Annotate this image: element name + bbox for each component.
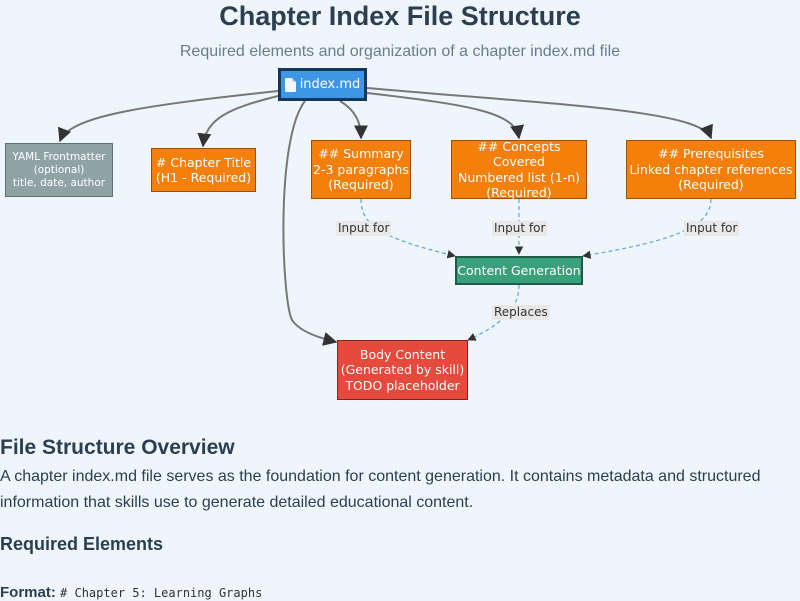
edge-label-concepts: Input for [492, 221, 548, 236]
node-line: (Required) [678, 177, 744, 193]
node-line: ## Summary [318, 146, 404, 162]
node-index-md-label: index.md [299, 76, 361, 92]
node-yaml-frontmatter: YAML Frontmatter (optional) title, date,… [5, 143, 113, 197]
edge-gen-body [467, 284, 520, 341]
node-line: # Chapter Title [155, 154, 252, 170]
node-line: TODO placeholder [345, 377, 460, 393]
node-line: (Required) [486, 185, 552, 200]
node-line: Body Content [359, 346, 446, 362]
node-line: Numbered list (1-n) [457, 169, 580, 185]
edge-root-body [282, 100, 338, 346]
required-elements-heading: Required Elements [0, 534, 164, 554]
node-content-generation: Content Generation [455, 256, 583, 285]
diagram-subtitle: Required elements and organization of a … [179, 43, 621, 60]
edge-label-summary: Input for [336, 221, 392, 236]
format-line: Format: # Chapter 5: Learning Graphs [0, 584, 262, 601]
node-line: (Required) [328, 177, 394, 193]
edge-root-prereq [366, 87, 713, 140]
node-chapter-title: # Chapter Title (H1 - Required) [151, 148, 256, 192]
node-index-md: index.md [278, 68, 367, 101]
node-line: (Generated by skill) [340, 362, 465, 378]
edge-root-summary [339, 100, 368, 140]
edge-root-yaml [58, 90, 279, 143]
edge-root-title [197, 95, 279, 148]
overview-paragraph: A chapter index.md file serves as the fo… [0, 468, 761, 511]
node-line: YAML Frontmatter [12, 150, 106, 163]
node-line: Linked chapter references [629, 161, 793, 177]
node-line: (optional) [33, 163, 85, 176]
edge-label-prerequisites: Input for [684, 221, 740, 236]
node-body-content: Body Content (Generated by skill) TODO p… [337, 340, 468, 400]
node-concepts-covered: ## Concepts Covered Numbered list (1-n) … [451, 138, 587, 200]
format-label: Format: [0, 584, 56, 601]
format-code: # Chapter 5: Learning Graphs [60, 586, 263, 600]
edge-prereq-gen [582, 198, 712, 259]
diagram-title: Chapter Index File Structure [219, 1, 581, 31]
node-line: ## Prerequisites [658, 146, 764, 162]
file-icon [284, 77, 296, 92]
overview-heading: File Structure Overview [0, 436, 235, 459]
node-line: ## Concepts Covered [477, 138, 561, 170]
node-summary: ## Summary 2-3 paragraphs (Required) [311, 140, 411, 199]
node-prerequisites: ## Prerequisites Linked chapter referenc… [626, 140, 796, 199]
edge-label-replaces: Replaces [492, 305, 550, 320]
node-line: title, date, author [12, 176, 106, 189]
node-line: (H1 - Required) [155, 170, 252, 185]
node-line: 2-3 paragraphs [313, 161, 409, 177]
edge-root-concepts [366, 92, 524, 140]
